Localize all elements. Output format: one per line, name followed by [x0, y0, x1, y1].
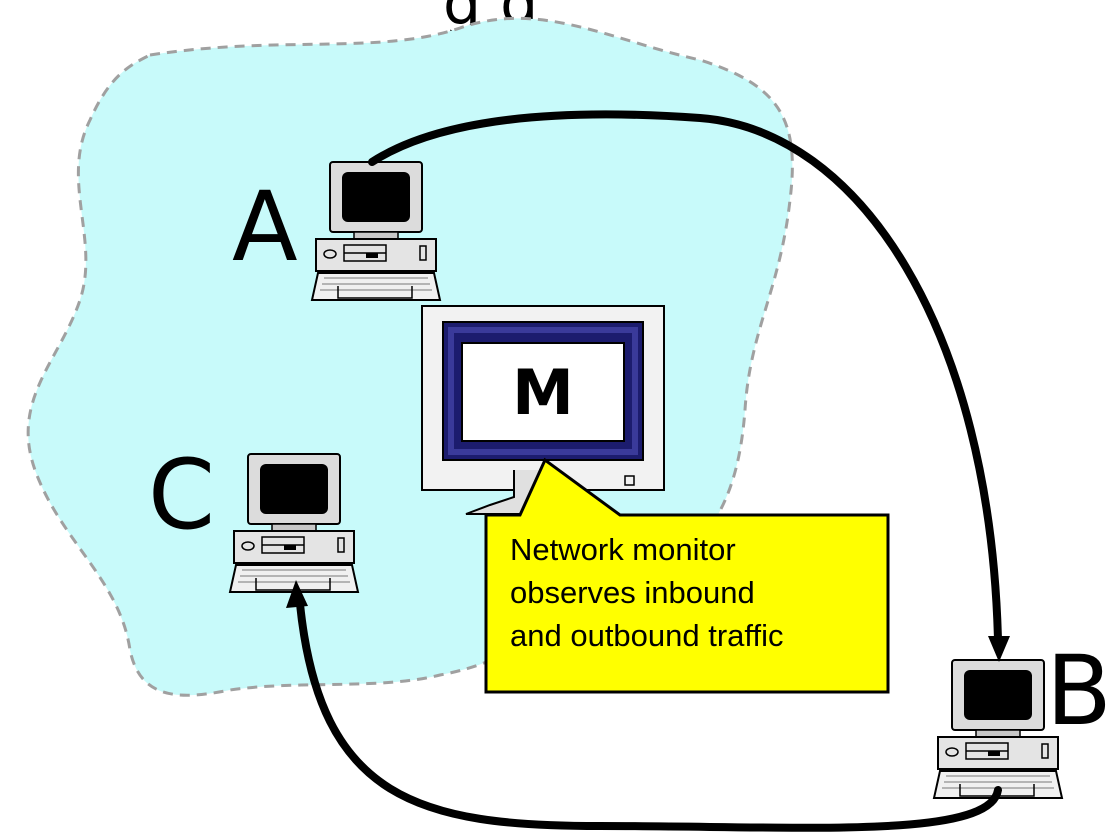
arrow-a-to-b [368, 110, 1002, 644]
arrowhead-c [286, 580, 308, 608]
computer-a: A [232, 161, 441, 301]
computer-c: C [148, 439, 359, 593]
desktop-computer-icon [229, 453, 359, 593]
monitor-label: M [512, 356, 574, 429]
desktop-computer-icon [311, 161, 441, 301]
callout-line-2: observes inbound [510, 575, 755, 610]
callout-box [484, 457, 890, 694]
node-label-b: B [1046, 635, 1108, 747]
node-label-a: A [232, 171, 298, 283]
node-label-c: C [148, 439, 215, 551]
computer-b: B [933, 635, 1108, 799]
desktop-computer-icon [933, 659, 1063, 799]
arrow-b-to-c [296, 600, 1002, 832]
arrowhead-b [988, 636, 1010, 662]
callout-line-1: Network monitor [510, 532, 736, 567]
callout-line-3: and outbound traffic [510, 618, 783, 653]
